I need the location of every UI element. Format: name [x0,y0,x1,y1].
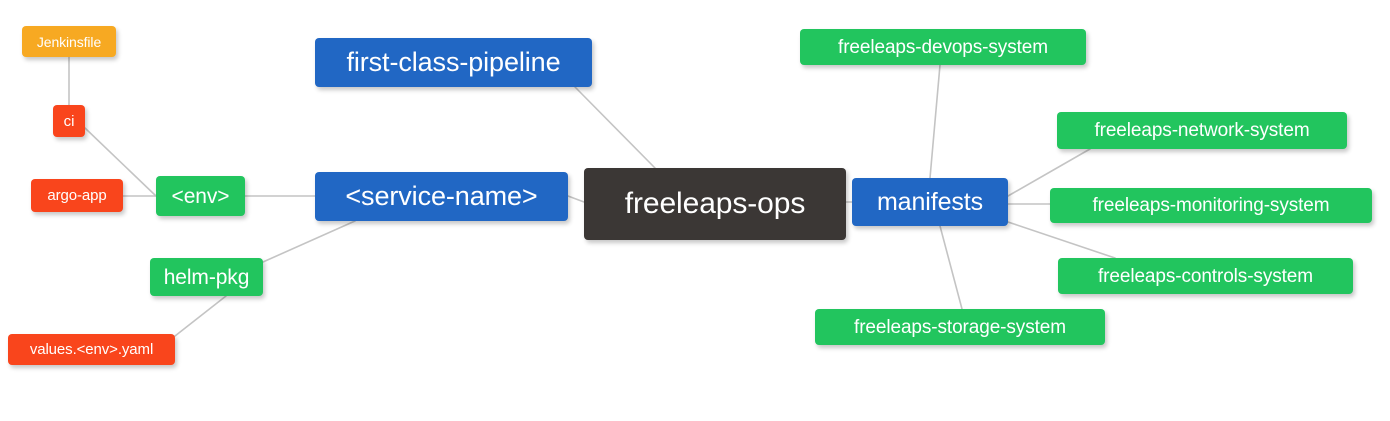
node-values-yaml[interactable]: values.<env>.yaml [8,334,175,365]
node-jenkinsfile[interactable]: Jenkinsfile [22,26,116,57]
node-freeleaps-ops[interactable]: freeleaps-ops [584,168,846,240]
edge-values-yaml-to-helm-pkg [174,295,227,337]
node-argo-app[interactable]: argo-app [31,179,123,212]
node-manifests[interactable]: manifests [852,178,1008,226]
node-freeleaps-controls-system[interactable]: freeleaps-controls-system [1058,258,1353,294]
node-freeleaps-devops-system[interactable]: freeleaps-devops-system [800,29,1086,65]
node-freeleaps-monitoring-system[interactable]: freeleaps-monitoring-system [1050,188,1372,223]
edge-service-name-to-freeleaps-ops [567,195,585,203]
node-env[interactable]: <env> [156,176,245,216]
node-first-class-pipeline[interactable]: first-class-pipeline [315,38,592,87]
node-helm-pkg[interactable]: helm-pkg [150,258,263,296]
edge-first-class-pipeline-to-freeleaps-ops [574,86,656,169]
edge-manifests-to-freeleaps-controls-system [1007,221,1116,259]
node-freeleaps-network-system[interactable]: freeleaps-network-system [1057,112,1347,149]
node-ci[interactable]: ci [53,105,85,137]
edge-manifests-to-freeleaps-storage-system [939,225,963,310]
edge-manifests-to-freeleaps-devops-system [929,64,941,179]
node-service-name[interactable]: <service-name> [315,172,568,221]
edge-helm-pkg-to-service-name [262,220,356,263]
node-freeleaps-storage-system[interactable]: freeleaps-storage-system [815,309,1105,345]
